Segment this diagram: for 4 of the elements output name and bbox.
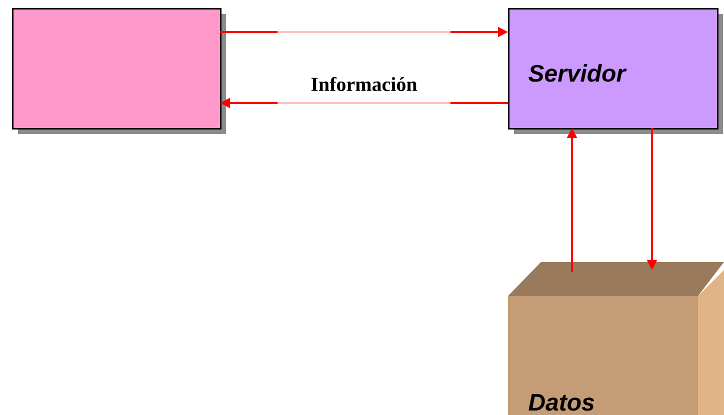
edge-label: Información — [311, 76, 418, 92]
empty-box — [12, 8, 226, 134]
box-drawing: Datos — [508, 262, 724, 415]
process-box: Servidor — [508, 8, 723, 134]
